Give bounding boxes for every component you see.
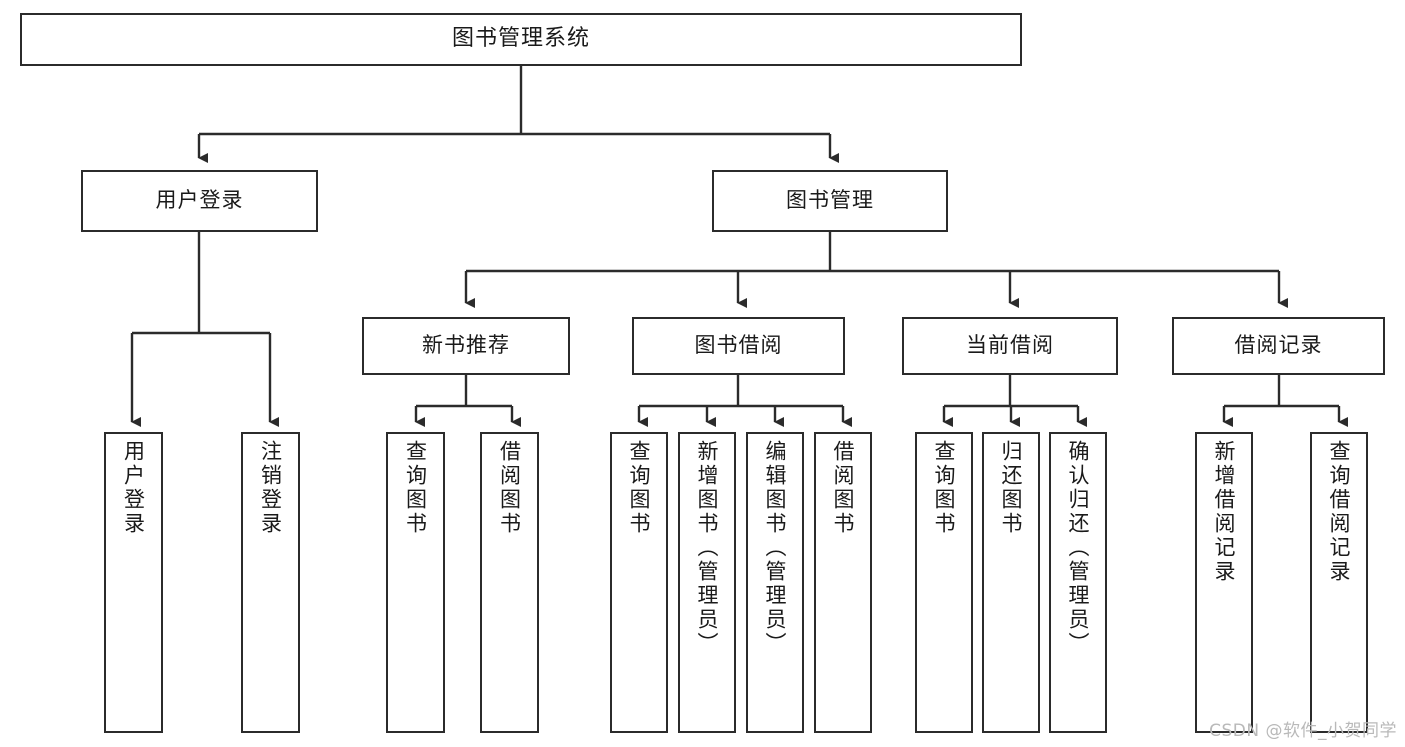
node-book-borrow-label: 图书借阅 <box>694 333 783 358</box>
leaf-current-confirm-return-label: 确认归还（管理员） <box>1066 440 1090 656</box>
node-borrow-records-label: 借阅记录 <box>1234 333 1323 358</box>
leaf-user-login-signin-label: 用户登录 <box>121 440 146 536</box>
leaf-current-return[interactable]: 归还图书 <box>982 432 1040 733</box>
node-borrow-records[interactable]: 借阅记录 <box>1172 317 1385 375</box>
leaf-borrow-borrow-book-label: 借阅图书 <box>831 440 855 536</box>
leaf-records-query[interactable]: 查询借阅记录 <box>1310 432 1368 733</box>
node-user-login[interactable]: 用户登录 <box>81 170 318 232</box>
leaf-current-return-label: 归还图书 <box>999 440 1023 536</box>
leaf-borrow-edit-book[interactable]: 编辑图书（管理员） <box>746 432 804 733</box>
leaf-borrow-add-book[interactable]: 新增图书（管理员） <box>678 432 736 733</box>
leaf-new-books-query[interactable]: 查询图书 <box>386 432 445 733</box>
leaf-borrow-borrow-book[interactable]: 借阅图书 <box>814 432 872 733</box>
node-book-management[interactable]: 图书管理 <box>712 170 948 232</box>
leaf-borrow-query-label: 查询图书 <box>627 440 651 536</box>
leaf-new-books-query-label: 查询图书 <box>403 440 428 536</box>
leaf-borrow-add-book-label: 新增图书（管理员） <box>695 440 719 656</box>
node-book-management-label: 图书管理 <box>786 188 874 213</box>
node-book-borrow[interactable]: 图书借阅 <box>632 317 845 375</box>
node-root-label: 图书管理系统 <box>451 26 590 52</box>
leaf-borrow-query[interactable]: 查询图书 <box>610 432 668 733</box>
leaf-user-login-signout[interactable]: 注销登录 <box>241 432 300 733</box>
node-new-book-recommend-label: 新书推荐 <box>422 333 510 358</box>
leaf-borrow-edit-book-label: 编辑图书（管理员） <box>763 440 787 656</box>
node-current-borrow-label: 当前借阅 <box>966 333 1054 358</box>
watermark: CSDN @软件_小贺同学 <box>1209 721 1397 741</box>
leaf-current-query[interactable]: 查询图书 <box>915 432 973 733</box>
leaf-records-add[interactable]: 新增借阅记录 <box>1195 432 1253 733</box>
node-current-borrow[interactable]: 当前借阅 <box>902 317 1118 375</box>
leaf-records-query-label: 查询借阅记录 <box>1327 440 1351 584</box>
node-user-login-label: 用户登录 <box>155 188 244 213</box>
leaf-current-confirm-return[interactable]: 确认归还（管理员） <box>1049 432 1107 733</box>
leaf-user-login-signout-label: 注销登录 <box>258 440 283 536</box>
leaf-records-add-label: 新增借阅记录 <box>1212 440 1236 584</box>
node-root[interactable]: 图书管理系统 <box>20 13 1022 66</box>
leaf-new-books-borrow-label: 借阅图书 <box>497 440 522 536</box>
node-new-book-recommend[interactable]: 新书推荐 <box>362 317 570 375</box>
leaf-current-query-label: 查询图书 <box>932 440 956 536</box>
leaf-new-books-borrow[interactable]: 借阅图书 <box>480 432 539 733</box>
leaf-user-login-signin[interactable]: 用户登录 <box>104 432 163 733</box>
